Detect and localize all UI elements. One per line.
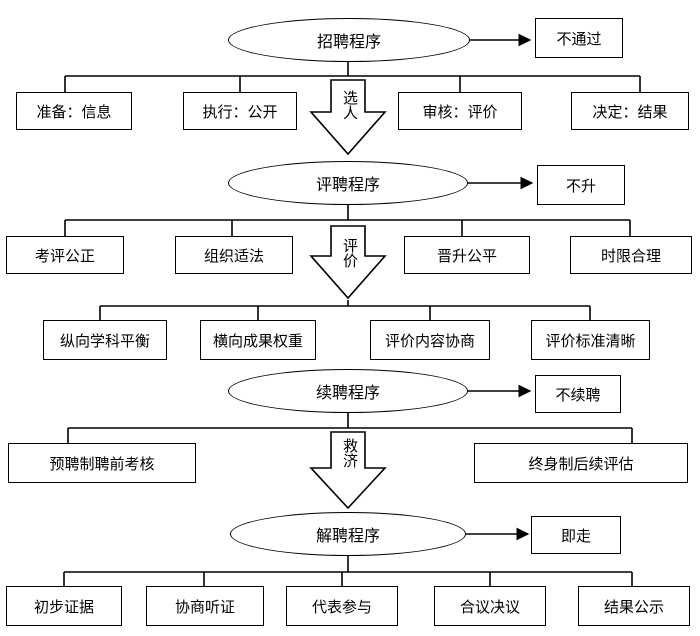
evaluate-outcome-box: 不升 [537, 165, 625, 205]
recruit-item-review: 审核：评价 [398, 92, 522, 130]
criteria-content-negotiation: 评价内容协商 [370, 320, 490, 360]
evaluate-item-legal-organization: 组织适法 [175, 236, 293, 274]
criteria-clear-standards: 评价标准清晰 [531, 320, 650, 360]
dismissal-procedure-ellipse: 解聘程序 [230, 512, 466, 556]
recruit-item-decide: 决定：结果 [571, 92, 689, 130]
arrow-label-relief: 救济 [341, 438, 359, 468]
dismissal-item-negotiation-hearing: 协商听证 [146, 586, 264, 626]
dismissal-outcome-box: 即走 [531, 516, 621, 554]
renewal-item-tenure-evaluation: 终身制后续评估 [474, 443, 688, 483]
evaluate-item-reasonable-time: 时限合理 [570, 236, 692, 274]
recruit-procedure-ellipse: 招聘程序 [228, 18, 470, 62]
block-arrow-select [309, 79, 387, 156]
recruit-item-execute: 执行：公开 [183, 92, 297, 130]
renewal-item-pre-hire-assessment: 预聘制聘前考核 [8, 443, 196, 483]
dismissal-item-result-publication: 结果公示 [578, 586, 690, 626]
recruit-outcome-box: 不通过 [535, 18, 623, 58]
dismissal-item-representative: 代表参与 [286, 586, 398, 626]
renewal-procedure-ellipse: 续聘程序 [228, 369, 468, 413]
evaluate-item-fair-assessment: 考评公正 [6, 236, 124, 274]
arrow-label-evaluate: 评价 [341, 238, 359, 268]
criteria-horizontal-weight: 横向成果权重 [200, 320, 316, 360]
block-arrow-evaluate [309, 225, 387, 300]
recruit-item-prepare: 准备：信息 [16, 92, 132, 130]
evaluate-item-fair-promotion: 晋升公平 [404, 236, 530, 274]
criteria-vertical-balance: 纵向学科平衡 [43, 320, 167, 360]
renewal-outcome-box: 不续聘 [535, 375, 621, 413]
dismissal-item-collegial-decision: 合议决议 [434, 586, 546, 626]
arrow-label-select: 选人 [341, 90, 359, 120]
block-arrow-relief [309, 431, 387, 510]
evaluate-procedure-ellipse: 评聘程序 [228, 161, 468, 205]
dismissal-item-preliminary-evidence: 初步证据 [6, 586, 122, 626]
